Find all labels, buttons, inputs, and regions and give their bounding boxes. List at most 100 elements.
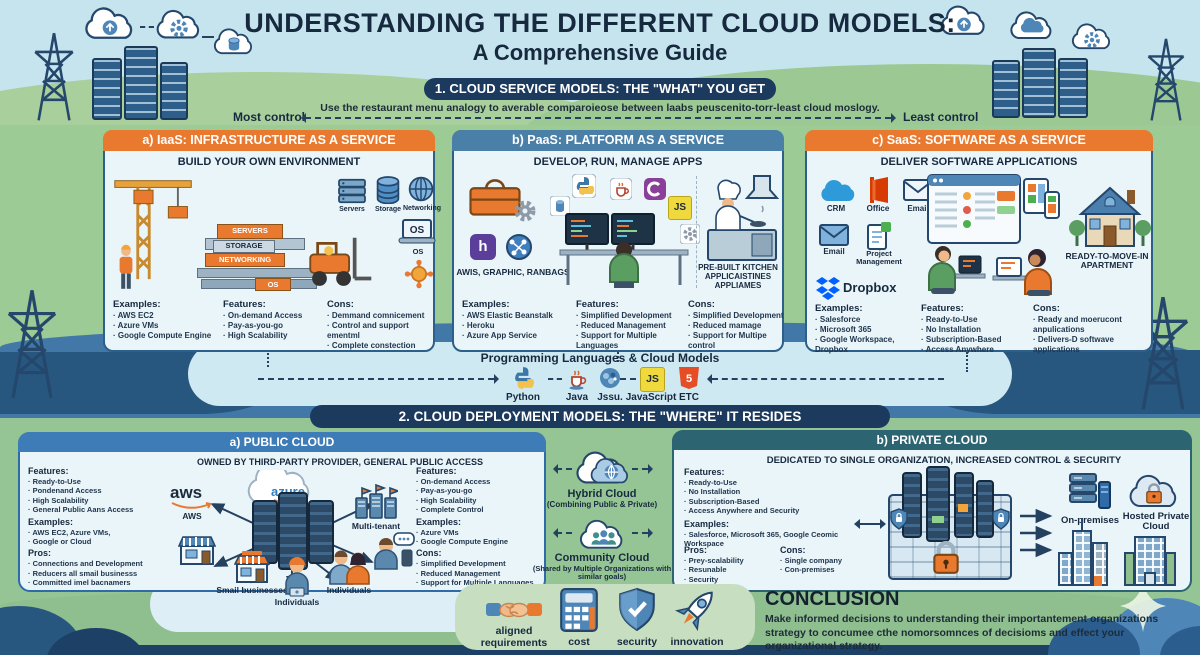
os-laptop-icon: OS [398, 219, 436, 244]
private-cloud-panel: b) PRIVATE CLOUD DEDICATED TO SINGLE ORG… [672, 430, 1192, 592]
private-cloud-tagline: DEDICATED TO SINGLE ORGANIZATION, INCREA… [766, 455, 1122, 466]
storage-icon [376, 176, 400, 204]
stack-chip-servers: SERVERS [217, 224, 283, 239]
crane-icon [114, 180, 192, 280]
iaas-examples: Examples: AWS EC2 Azure VMs Google Compu… [113, 296, 219, 341]
aws-label: AWS [182, 511, 202, 521]
saas-cons: Cons: Ready and moerucont anpulications … [1033, 300, 1151, 355]
user-at-laptop-icon [928, 246, 986, 294]
servers-label: Servers [339, 206, 365, 213]
heroku-letter: h [478, 238, 488, 255]
email2-icon [819, 224, 849, 246]
list-item: Microsoft 365 [815, 325, 919, 335]
item-text: Simplified Development [580, 311, 672, 320]
languages-dash-right [712, 378, 944, 380]
list-item: Azure VMs [113, 321, 219, 331]
community-cloud-subtitle: (Shared by Multiple Organizations with s… [532, 564, 672, 582]
gear-badge-icon [680, 224, 700, 244]
saas-panel: c) SaaS: SOFTWARE AS A SERVICE DELIVER S… [805, 130, 1153, 355]
private-features: Features: Ready-to-Use No Installation S… [684, 464, 856, 548]
paas-cons: Cons: Simplified Development Reduced mam… [688, 296, 784, 351]
server-building-icon [1058, 58, 1088, 118]
pylon-icon [7, 290, 57, 399]
hosted-private-cloud-label: Hosted Private Cloud [1122, 511, 1190, 533]
item-text: Delivers-D softwave applications [1033, 335, 1114, 354]
cons-heading: Cons: [780, 545, 806, 555]
java-icon [569, 370, 587, 390]
user2-at-laptop-icon [992, 249, 1052, 296]
list-item: On-demand Access [416, 477, 542, 486]
individuals-worker-label: Individuals [274, 597, 320, 607]
public-cloud-tagline: OWNED BY THIRD-PARTY PROVIDER, GENERAL P… [196, 457, 484, 467]
individual-worker-icon [285, 557, 309, 597]
list-item: Pay-as-you-go [416, 486, 542, 495]
pylon-icon [1147, 38, 1185, 121]
fortress-chip [958, 504, 968, 512]
list-item: Committed imel bacnamers [28, 578, 170, 587]
item-text: Security [688, 574, 719, 584]
control-axis-line [305, 117, 891, 119]
connector-dotted [617, 352, 619, 362]
examples-heading: Examples: [462, 299, 510, 310]
list-item: Google Workspace, Dropbox [815, 335, 919, 355]
item-text: Salesforce [819, 315, 861, 324]
public-right-lists: Features: On-demand Access Pay-as-you-go… [416, 464, 542, 587]
list-item: Demmand comnicement [327, 311, 433, 321]
server-tower [308, 500, 334, 564]
aws-logo: aws [170, 483, 214, 509]
list-item: Azure VMs [416, 528, 542, 537]
house-icon [1069, 186, 1151, 247]
item-text: Reduced Management [580, 321, 666, 330]
item-text: Connections and Development [32, 559, 143, 569]
item-text: Salesforce, Microsoft 365, Google Ceomic… [684, 529, 839, 548]
list-item: Reduced Management [576, 321, 686, 331]
list-item: Simplified Development [688, 311, 784, 321]
languages-dash-mid1 [548, 378, 562, 380]
list-item: Salesforce, Microsoft 365, Google Ceomic… [684, 530, 856, 549]
item-text: Pay-as-you-go [420, 486, 473, 496]
list-item: Heroku [462, 321, 574, 331]
python-badge-icon [572, 174, 596, 198]
sparkle-icon [1120, 580, 1166, 632]
community-dash-right [632, 532, 648, 534]
forklift-icon [309, 237, 372, 286]
cloud-upload-icon [85, 7, 133, 39]
item-text: Pay-as-you-go [227, 321, 284, 330]
iaas-panel: a) IaaS: INFRASTRUCTURE AS A SERVICE BUI… [103, 130, 441, 352]
fortress-chip [932, 516, 944, 523]
dropbox-icon [816, 277, 840, 300]
saas-examples: Examples: Salesforce Microsoft 365 Googl… [815, 300, 919, 355]
server-building-icon [124, 46, 158, 120]
project-mgmt-icon [867, 222, 891, 250]
gear-icon [514, 200, 536, 222]
item-text: Support for Multipe control [688, 331, 767, 350]
features-heading: Features: [28, 466, 69, 476]
page-subtitle: A Comprehensive Guide [472, 40, 728, 65]
js-letters: JS [646, 373, 659, 385]
padlock-icon [933, 541, 959, 574]
antenna [1081, 518, 1083, 530]
shield-lock-icon [890, 508, 908, 530]
storefront-icon [178, 536, 216, 565]
list-item: Support for Multipe control [688, 331, 784, 351]
item-text: Microsoft 365 [819, 325, 872, 334]
item-text: AWS EC2, Azure VMs, [32, 527, 111, 537]
conclusion-text: Make informed decisions to understanding… [765, 613, 1159, 653]
bottom-navy-strip [0, 645, 1200, 655]
list-item: Connections and Development [28, 559, 170, 568]
jssu-icon [600, 368, 620, 388]
list-item: Ready-to-Use [684, 478, 856, 487]
city-building [1058, 552, 1073, 586]
building-wing [1124, 552, 1135, 586]
community-dash-left [556, 532, 572, 534]
email2-label: Email [823, 247, 845, 256]
networking-label: Networking [402, 205, 442, 212]
hybrid-cloud-title: Hybrid Cloud [567, 488, 637, 500]
list-item: Subscription-Based [684, 497, 856, 506]
paas-left-caption: AWIS, GRAPHIC, RANBAGS [456, 267, 570, 277]
item-text: Complete constection [331, 341, 416, 350]
stack-chip-networking: NETWORKING [205, 253, 285, 267]
item-text: High Scalability [32, 495, 89, 505]
section2-pill: 2. CLOUD DEPLOYMENT MODELS: THE "WHERE" … [310, 405, 890, 428]
item-text: AWS Elastic Beanstalk [466, 311, 553, 320]
